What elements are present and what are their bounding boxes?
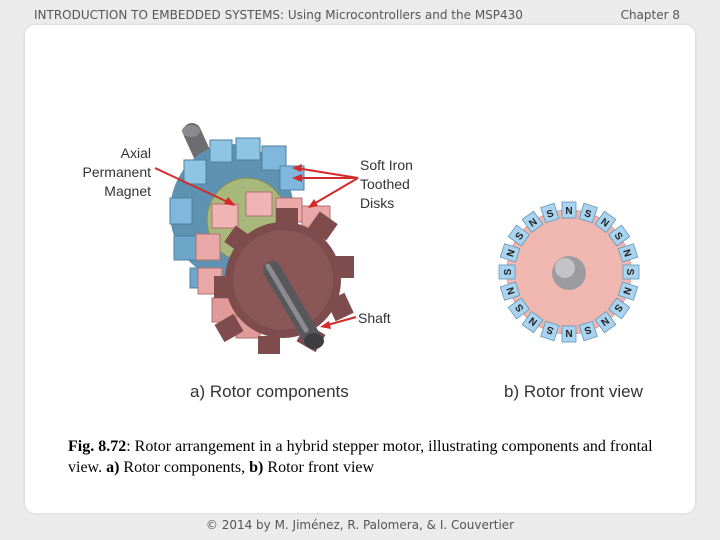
annotation-arrowheads [224,164,331,329]
figure-caption: Fig. 8.72: Rotor arrangement in a hybrid… [68,436,668,478]
pole-badge: S [498,264,516,280]
label-magnet-2: Permanent [83,164,152,180]
label-disks-1: Soft Iron [360,157,413,173]
shaft-front-end [304,333,324,349]
pole-letter: N [505,286,518,296]
header-title: INTRODUCTION TO EMBEDDED SYSTEMS: Using … [34,8,523,22]
pole-badge: S [622,264,640,280]
label-shaft: Shaft [358,310,391,326]
caption-fig-id: Fig. 8.72 [68,438,127,455]
pole-letter: N [505,248,518,258]
label-magnet-1: Axial [121,145,151,161]
pole-letter: N [565,327,572,338]
pole-badge: N [594,210,617,233]
caption-lead: : Rotor arrangement in a hybrid stepper … [68,438,653,476]
pole-badge: N [499,243,521,263]
label-disks-2: Toothed [360,176,410,192]
pole-badge: S [507,224,530,247]
pole-badge: S [540,320,560,342]
pole-badge: N [617,243,639,263]
pole-letter: N [565,206,572,217]
footer-copyright: © 2014 by M. Jiménez, R. Palomera, & I. … [205,518,515,532]
subcaption-b: b) Rotor front view [504,382,644,401]
pole-badge: N [561,325,577,343]
rotor-components: Axial Permanent Magnet Soft Iron Toothed… [83,123,413,401]
pole-letter: S [545,323,555,336]
caption-b-text: Rotor front view [263,459,375,476]
subcaption-a: a) Rotor components [190,382,349,401]
pole-badge: N [617,281,639,301]
label-magnet-3: Magnet [104,183,151,199]
pole-badge: S [540,202,560,224]
pole-letter: S [624,269,635,276]
pole-badge: S [608,224,631,247]
pole-letter: N [620,248,633,258]
caption-a-text: Rotor components, [119,459,250,476]
pole-letter: S [503,268,514,275]
pole-letter: N [620,286,633,296]
pole-badge: N [561,201,577,219]
pole-letter: S [545,208,555,221]
pole-badge: S [608,297,631,320]
header-chapter: Chapter 8 [620,8,680,22]
caption-a-key: a) [106,459,120,476]
caption-b-key: b) [249,459,264,476]
pole-badge: N [594,311,617,334]
label-disks-3: Disks [360,195,394,211]
pole-badge: S [507,297,530,320]
pole-badge: S [578,202,598,224]
pole-letter: S [583,208,593,221]
pole-badge: N [499,281,521,301]
shaft-back-end [182,125,200,137]
pole-badge: S [578,320,598,342]
pole-badge: N [521,210,544,233]
pole-badge: N [521,311,544,334]
pole-letter: S [583,323,593,336]
